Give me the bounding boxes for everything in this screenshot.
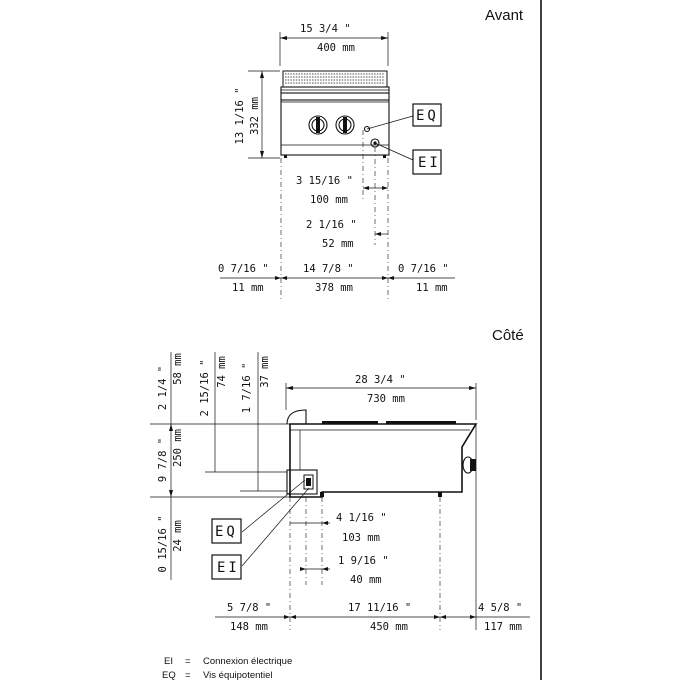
- knob-icon: [335, 115, 355, 135]
- side-depth-in: 28 3/4 ": [355, 374, 406, 386]
- side-foot-span-mm: 450 mm: [370, 621, 408, 633]
- front-ei-box: [412, 149, 442, 175]
- side-foot-front-in: 5 7/8 ": [227, 602, 271, 614]
- connector-icon: [303, 474, 314, 490]
- legend-ei-desc: Connexion électrique: [203, 656, 292, 667]
- side-v4-mm: 250 mm: [172, 429, 184, 467]
- side-v1-mm: 58 mm: [172, 353, 184, 385]
- front-foot-left-mm: 11 mm: [232, 282, 264, 294]
- side-foot-span-in: 17 11/16 ": [348, 602, 411, 614]
- side-v2-mm: 74 mm: [216, 356, 228, 388]
- side-v3-mm: 37 mm: [259, 356, 271, 388]
- side-foot-front-mm: 148 mm: [230, 621, 268, 633]
- front-foot-right-mm: 11 mm: [416, 282, 448, 294]
- side-depth-mm: 730 mm: [367, 393, 405, 405]
- knob-icon: [462, 456, 476, 474]
- front-foot-right-in: 0 7/16 ": [398, 263, 449, 275]
- front-foot-left-in: 0 7/16 ": [218, 263, 269, 275]
- side-v4-in: 9 7/8 ": [157, 438, 169, 482]
- side-eq-depth-mm: 103 mm: [342, 532, 380, 544]
- front-foot-span-in: 14 7/8 ": [303, 263, 354, 275]
- front-height-mm: 332 mm: [249, 97, 261, 135]
- legend-eq-eq: =: [185, 670, 191, 680]
- legend-ei-eq: =: [185, 656, 191, 667]
- side-ei-depth-in: 1 9/16 ": [338, 555, 389, 567]
- side-v3-in: 1 7/16 ": [241, 363, 253, 414]
- side-v1-in: 2 1/4 ": [157, 366, 169, 410]
- side-v5-in: 0 15/16 ": [157, 516, 169, 573]
- legend-eq-desc: Vis équipotentiel: [203, 670, 273, 680]
- legend-eq-code: EQ: [162, 670, 176, 680]
- knob-icon: [308, 115, 328, 135]
- side-unit: [286, 409, 478, 498]
- side-foot-rear-in: 4 5/8 ": [478, 602, 522, 614]
- front-eq-box: [412, 103, 442, 127]
- legend: EI = Connexion électrique EQ = Vis équip…: [162, 656, 292, 680]
- front-width-in: 15 3/4 ": [300, 23, 351, 35]
- front-ei-offset-in: 2 1/16 ": [306, 219, 357, 231]
- side-view-title: Côté: [492, 327, 524, 344]
- front-ei-label: EI: [418, 155, 441, 171]
- side-foot-rear-mm: 117 mm: [484, 621, 522, 633]
- side-ei-box: [211, 554, 242, 580]
- legend-ei-code: EI: [164, 656, 173, 667]
- front-ei-offset-mm: 52 mm: [322, 238, 354, 250]
- side-v5-mm: 24 mm: [172, 520, 184, 552]
- front-eq-offset-mm: 100 mm: [310, 194, 348, 206]
- side-eq-box: [211, 518, 242, 544]
- front-view-title: Avant: [485, 7, 524, 24]
- side-v2-in: 2 15/16 ": [199, 360, 211, 417]
- front-foot-span-mm: 378 mm: [315, 282, 353, 294]
- side-ei-label: EI: [217, 560, 240, 576]
- front-eq-label: EQ: [416, 108, 439, 124]
- side-ei-depth-mm: 40 mm: [350, 574, 382, 586]
- side-eq-label: EQ: [215, 524, 238, 540]
- front-eq-offset-in: 3 15/16 ": [296, 175, 353, 187]
- front-unit: [280, 70, 390, 158]
- eq-screw-icon: [363, 125, 371, 133]
- side-eq-depth-in: 4 1/16 ": [336, 512, 387, 524]
- front-height-in: 13 1/16 ": [234, 88, 246, 145]
- front-width-mm: 400 mm: [317, 42, 355, 54]
